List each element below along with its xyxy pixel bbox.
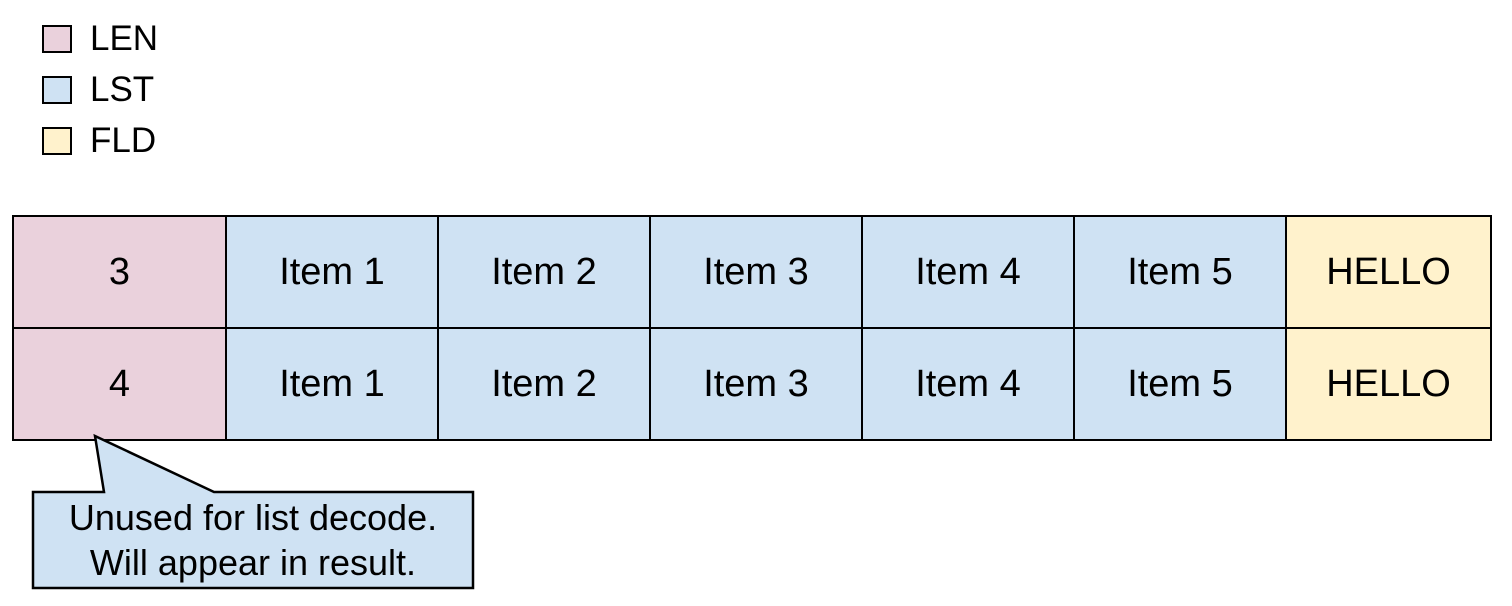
table-row: 4 Item 1 Item 2 Item 3 Item 4 Item 5 HEL… — [12, 327, 1492, 441]
item-cell: Item 1 — [225, 215, 439, 329]
item-cell: Item 3 — [649, 327, 863, 441]
item-cell: Item 5 — [1073, 215, 1287, 329]
item-cell: Item 2 — [437, 327, 651, 441]
encoding-table: 3 Item 1 Item 2 Item 3 Item 4 Item 5 HEL… — [12, 215, 1492, 441]
len-cell: 3 — [12, 215, 227, 329]
len-cell: 4 — [12, 327, 227, 441]
table-row: 3 Item 1 Item 2 Item 3 Item 4 Item 5 HEL… — [12, 215, 1492, 329]
legend-swatch-fld — [42, 126, 72, 155]
legend-label-lst: LST — [90, 70, 155, 109]
item-cell: Item 1 — [225, 327, 439, 441]
legend-swatch-lst — [42, 75, 72, 104]
legend-item-fld: FLD — [42, 123, 158, 158]
legend: LEN LST FLD — [42, 21, 158, 158]
callout-bubble: Unused for list decode. Will appear in r… — [33, 492, 473, 588]
field-cell: HELLO — [1285, 327, 1492, 441]
item-cell: Item 2 — [437, 215, 651, 329]
callout-line-1: Unused for list decode. — [68, 497, 438, 538]
item-cell: Item 4 — [861, 327, 1075, 441]
callout-line-2: Will appear in result. — [89, 542, 417, 583]
legend-item-len: LEN — [42, 21, 158, 56]
legend-swatch-len — [42, 24, 72, 53]
legend-label-len: LEN — [90, 19, 159, 58]
item-cell: Item 5 — [1073, 327, 1287, 441]
item-cell: Item 4 — [861, 215, 1075, 329]
field-cell: HELLO — [1285, 215, 1492, 329]
item-cell: Item 3 — [649, 215, 863, 329]
legend-item-lst: LST — [42, 72, 158, 107]
legend-label-fld: FLD — [90, 121, 157, 160]
